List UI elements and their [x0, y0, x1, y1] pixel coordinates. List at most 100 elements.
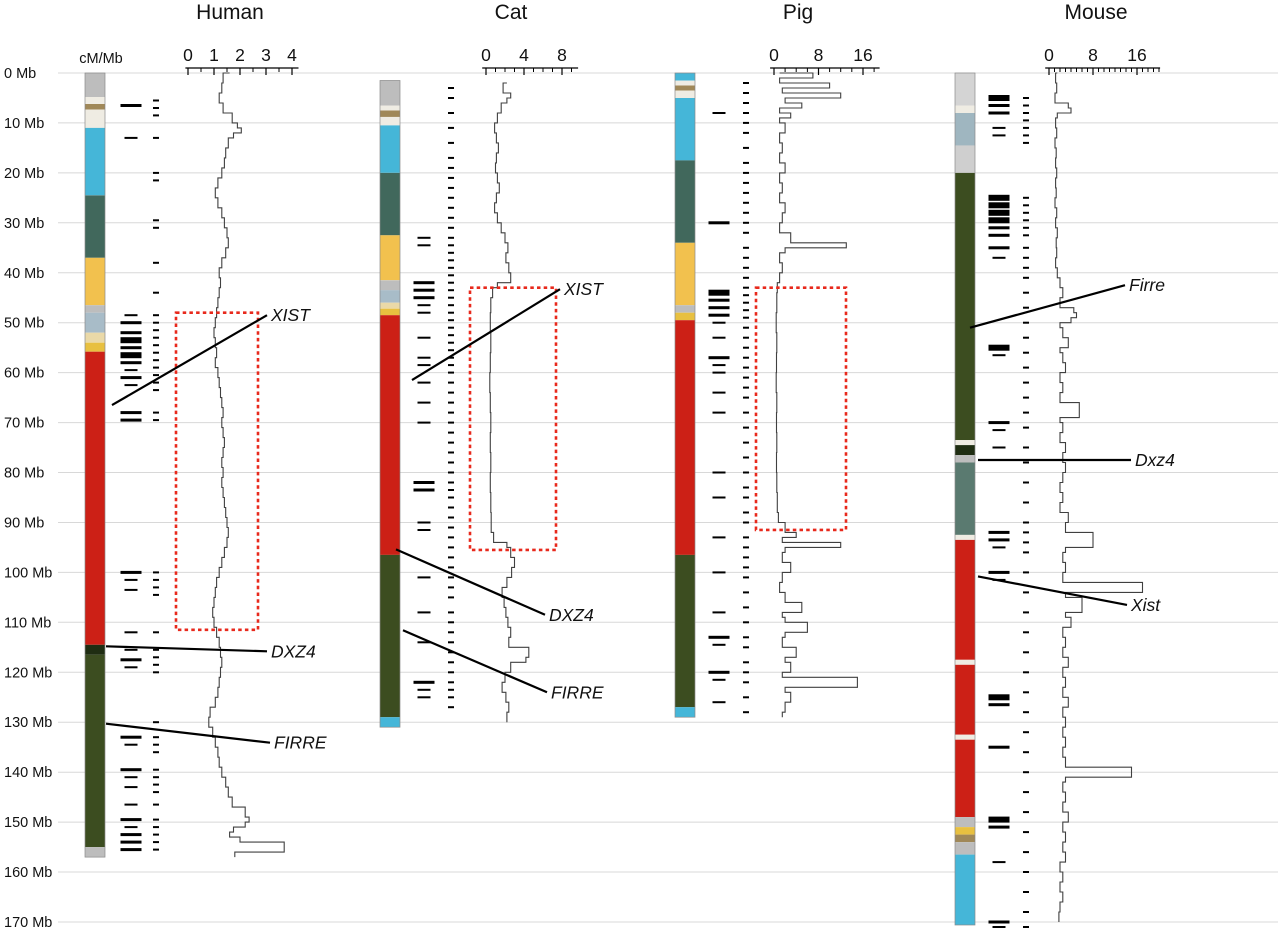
species-title-mouse: Mouse [1064, 1, 1128, 24]
ideogram-band [85, 342, 105, 352]
ideogram-band [380, 280, 400, 291]
marker-dot [448, 274, 454, 277]
mb-label: 40 Mb [4, 266, 44, 282]
marker-ticks-wide [120, 104, 142, 852]
marker-tick [988, 703, 1010, 707]
ideogram-band [85, 195, 105, 258]
marker-dot [1023, 591, 1029, 594]
marker-dot [448, 556, 454, 559]
marker-tick [988, 233, 1010, 237]
marker-tick [988, 570, 1010, 574]
marker-tick [417, 401, 431, 404]
marker-tick [712, 411, 726, 414]
marker-tick [417, 529, 431, 531]
marker-dot [1023, 266, 1029, 269]
marker-tick [120, 104, 142, 107]
gene-annotation-xist: XIST [411, 279, 604, 382]
marker-dot [1023, 97, 1029, 99]
marker-ticks-wide [413, 236, 435, 699]
marker-dot [1023, 541, 1029, 544]
marker-dot [448, 206, 454, 209]
axis-tick-label: 3 [261, 45, 271, 65]
marker-dot [153, 351, 159, 354]
chromosome-ideogram [84, 72, 106, 858]
ideogram-band [380, 172, 400, 236]
chromosome-ideogram [954, 72, 976, 926]
marker-dot [448, 536, 454, 539]
marker-dot [448, 259, 454, 262]
marker-dot [1023, 571, 1029, 574]
marker-tick [988, 209, 1010, 216]
marker-tick [988, 421, 1010, 425]
marker-dot [743, 591, 749, 594]
marker-dot [448, 97, 454, 99]
marker-dot [448, 526, 454, 529]
marker-tick [124, 369, 138, 372]
chromosome-ideogram [674, 72, 696, 718]
gene-label: FIRRE [274, 733, 327, 753]
marker-tick [712, 391, 726, 394]
marker-dot [153, 833, 159, 836]
marker-dot [743, 546, 749, 549]
marker-dot [743, 356, 749, 359]
marker-dot [743, 496, 749, 499]
marker-dot [1023, 336, 1029, 339]
marker-dot [153, 171, 159, 174]
marker-tick [708, 356, 730, 360]
mb-label: 120 Mb [4, 665, 52, 681]
marker-dot [153, 261, 159, 264]
marker-dot [743, 309, 749, 312]
ideogram-band [380, 302, 400, 309]
marker-tick [417, 521, 431, 524]
marker-tick [417, 236, 431, 239]
marker-dot [448, 401, 454, 404]
marker-dot [743, 681, 749, 684]
marker-dot [743, 266, 749, 269]
gene-label: Dxz4 [1135, 450, 1175, 470]
ideogram-band [955, 842, 975, 855]
ideogram-band [380, 105, 400, 111]
marker-tick [417, 421, 431, 424]
marker-dot [448, 381, 454, 384]
ideogram-band [85, 847, 105, 858]
ideogram-band [85, 644, 105, 655]
marker-tick [708, 289, 730, 296]
gene-annotation-xist: Xist [977, 575, 1161, 615]
gene-annotation-firre: FIRRE [402, 629, 604, 702]
gene-annotation-firre: FIRRE [105, 722, 327, 753]
mb-label: 20 Mb [4, 166, 44, 182]
marker-dot [153, 663, 159, 666]
marker-dot [448, 546, 454, 549]
marker-tick [712, 536, 726, 539]
marker-tick [413, 488, 435, 492]
marker-tick [120, 352, 142, 359]
marker-tick [988, 104, 1010, 107]
marker-dot [1023, 851, 1029, 854]
marker-tick [413, 481, 435, 484]
marker-tick [712, 336, 726, 339]
marker-tick [708, 306, 730, 310]
marker-dot [153, 848, 159, 851]
ideogram-band [380, 717, 400, 728]
marker-dot [743, 636, 749, 639]
ideogram-band [380, 80, 400, 106]
marker-dot [743, 486, 749, 489]
recombination-curve [208, 72, 285, 858]
marker-dot [448, 334, 454, 337]
marker-tick [124, 776, 138, 779]
mb-label: 50 Mb [4, 316, 44, 332]
marker-tick [992, 134, 1006, 137]
marker-dot [448, 166, 454, 169]
marker-dot [153, 99, 159, 102]
marker-dot [1023, 771, 1029, 774]
marker-tick [417, 611, 431, 614]
marker-dot [153, 359, 159, 362]
marker-dot [448, 186, 454, 189]
marker-dot [743, 211, 749, 214]
marker-tick [417, 688, 431, 691]
marker-dot [448, 341, 454, 344]
